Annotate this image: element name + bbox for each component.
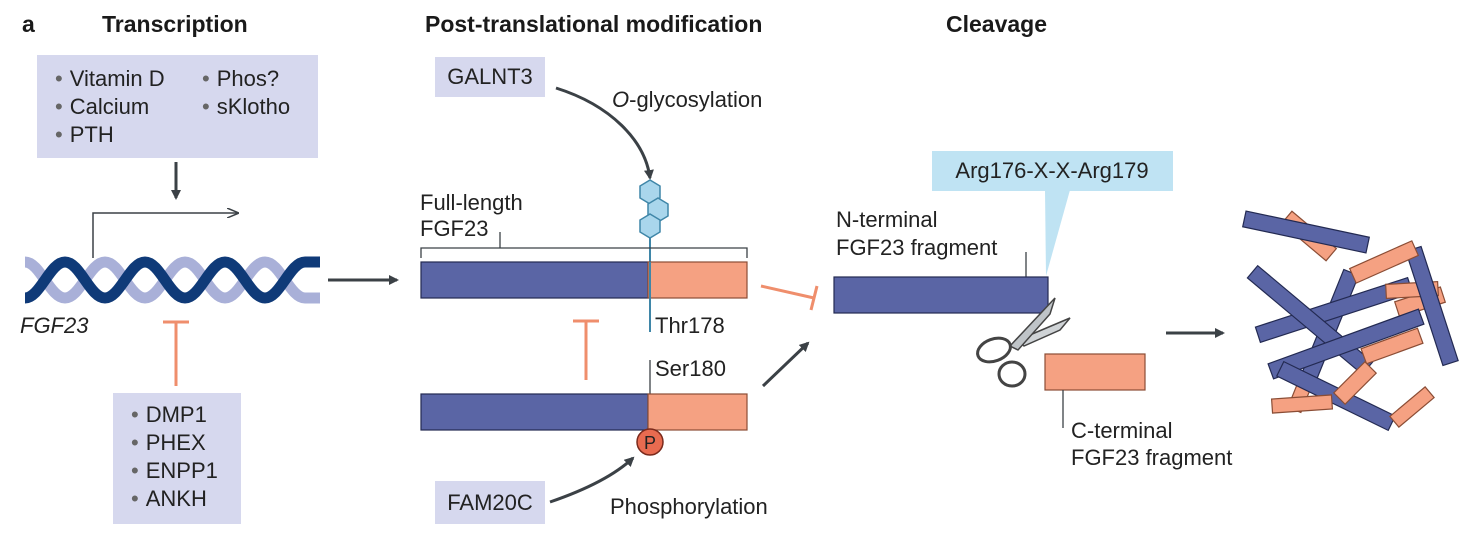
- c-terminal-label-line1: C-terminal: [1071, 418, 1173, 443]
- full-length-bracket: [420, 247, 748, 258]
- full-length-protein-n-domain: [420, 261, 649, 299]
- inhibitors-list: DMP1 PHEX ENPP1 ANKH: [131, 401, 218, 513]
- thr178-label: Thr178: [655, 313, 725, 338]
- panel-letter: a: [22, 11, 35, 37]
- fam20c-arrow: [549, 456, 635, 504]
- scissors-icon: [976, 297, 1071, 388]
- activator-phos: Phos?: [202, 65, 290, 93]
- inhibitor-phex: PHEX: [131, 429, 218, 457]
- galnt3-arrow: [555, 86, 654, 180]
- pile-fragment: [1270, 394, 1334, 414]
- o-glycosylation-suffix: -glycosylation: [629, 87, 763, 112]
- activator-calcium: Calcium: [55, 93, 165, 121]
- phosphate-group-icon: [636, 428, 664, 456]
- pile-fragment: [1332, 360, 1378, 406]
- ser180-label: Ser180: [655, 356, 726, 381]
- phospho-inhibits-glyco-bar: [573, 319, 599, 380]
- glycan-hexagon: [639, 213, 661, 239]
- transcription-start-arrow: [92, 213, 238, 258]
- gene-inhibition-bar: [163, 320, 189, 386]
- header-transcription: Transcription: [102, 11, 248, 37]
- header-cleavage: Cleavage: [946, 11, 1048, 37]
- full-length-label-line1: Full-length: [420, 190, 523, 215]
- n-terminal-fragment: [833, 276, 1049, 314]
- glycan-chain: [639, 179, 669, 239]
- inhibitor-enpp1: ENPP1: [131, 457, 218, 485]
- c-terminal-label-line2: FGF23 fragment: [1071, 445, 1233, 470]
- transcription-inhibitors-box: DMP1 PHEX ENPP1 ANKH: [113, 393, 241, 524]
- inhibitor-ankh: ANKH: [131, 485, 218, 513]
- n-terminal-label-line2: FGF23 fragment: [836, 235, 998, 260]
- phospho-protein-c-domain: [647, 393, 748, 431]
- o-glycosylation-label: O-glycosylation: [612, 87, 762, 113]
- enzyme-galnt3: GALNT3: [435, 57, 545, 97]
- pile-fragment: [1242, 210, 1370, 254]
- cleavage-site-callout-box: [932, 151, 1173, 191]
- pile-fragment: [1267, 308, 1425, 380]
- phosphate-symbol: P: [644, 433, 656, 453]
- phosphorylation-label: Phosphorylation: [610, 494, 768, 519]
- dna-helix: [23, 256, 320, 304]
- activator-sklotho: sKlotho: [202, 93, 290, 121]
- cleavage-site-label: Arg176-X-X-Arg179: [955, 158, 1148, 183]
- cleavage-site-callout-pointer: [1045, 190, 1070, 276]
- o-glycosylation-prefix: O: [612, 87, 630, 112]
- gene-label-fgf23: FGF23: [20, 313, 89, 338]
- glycosylation-blocks-cleavage-bar: [760, 284, 819, 311]
- inhibitor-dmp1: DMP1: [131, 401, 218, 429]
- dna-strand-front: [23, 256, 320, 304]
- activator-vitamin-d: Vitamin D: [55, 65, 165, 93]
- activator-pth: PTH: [55, 121, 165, 149]
- c-terminal-fragment: [1044, 353, 1146, 391]
- full-length-label-line2: FGF23: [420, 216, 489, 241]
- phospho-protein-n-domain: [420, 393, 649, 431]
- activators-list-col1: Vitamin D Calcium PTH: [55, 65, 165, 149]
- n-terminal-label-line1: N-terminal: [836, 207, 938, 232]
- enzyme-fam20c: FAM20C: [435, 481, 545, 524]
- full-length-protein-c-domain: [647, 261, 748, 299]
- phospho-to-cleavage-arrow: [761, 341, 810, 388]
- pile-fragment: [1348, 240, 1420, 284]
- fragment-pile: [1242, 210, 1459, 432]
- header-post-translational-modification: Post-translational modification: [425, 11, 763, 37]
- pile-fragment: [1389, 386, 1435, 428]
- transcription-activators-box: Vitamin D Calcium PTH Phos? sKlotho: [37, 55, 318, 158]
- pile-fragment: [1360, 327, 1424, 365]
- activators-list-col2: Phos? sKlotho: [202, 65, 290, 121]
